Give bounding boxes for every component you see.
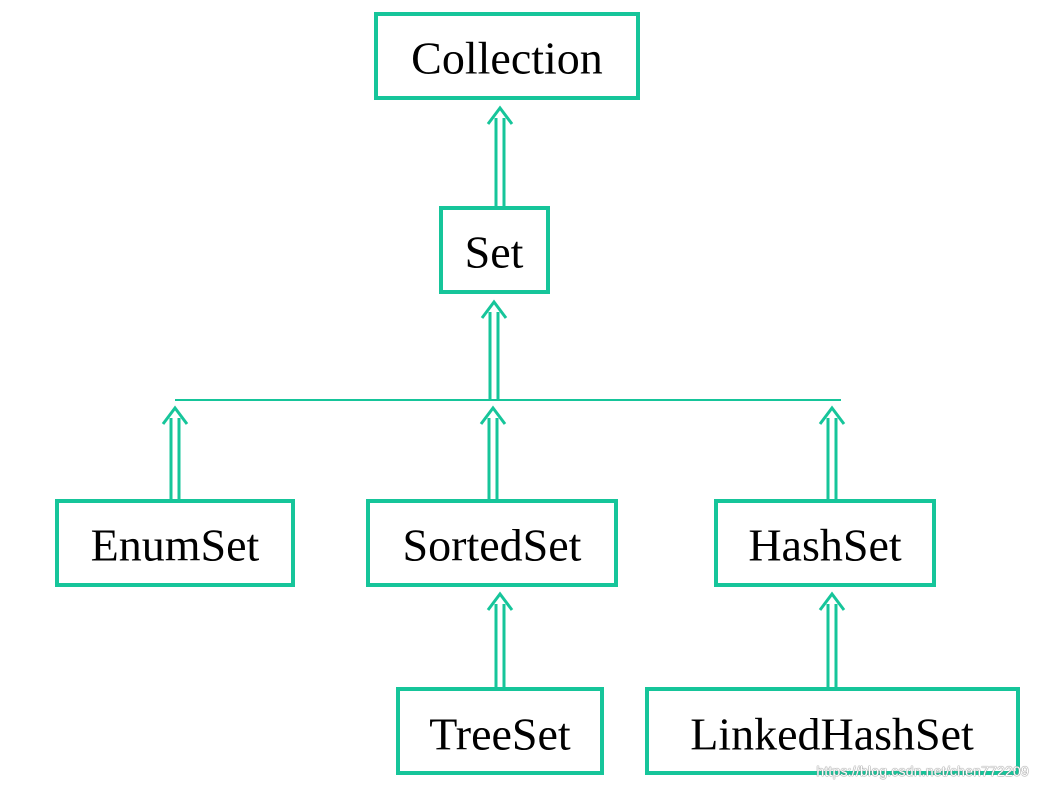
- node-treeset-label: TreeSet: [429, 709, 571, 760]
- node-linkedhashset-label: LinkedHashSet: [690, 709, 974, 760]
- arrow-set-to-collection: [486, 105, 514, 207]
- node-treeset: TreeSet: [396, 687, 604, 775]
- node-set: Set: [439, 206, 550, 294]
- node-sortedset: SortedSet: [366, 499, 618, 587]
- watermark-url: https://blog.csdn.net/chen772209: [816, 763, 1029, 779]
- node-collection-label: Collection: [411, 33, 603, 84]
- node-enumset-label: EnumSet: [91, 520, 260, 571]
- arrow-treeset-to-sortedset: [486, 591, 514, 688]
- arrow-linkedhashset-to-hashset: [818, 591, 846, 688]
- node-hashset-label: HashSet: [748, 520, 902, 571]
- node-set-label: Set: [465, 227, 524, 278]
- arrow-hashset-to-bus: [818, 405, 846, 500]
- arrow-bus-to-set: [480, 299, 508, 400]
- node-linkedhashset: LinkedHashSet: [645, 687, 1020, 775]
- node-enumset: EnumSet: [55, 499, 295, 587]
- arrow-enumset-to-bus: [161, 405, 189, 500]
- node-hashset: HashSet: [714, 499, 936, 587]
- node-collection: Collection: [374, 12, 640, 100]
- node-sortedset-label: SortedSet: [403, 520, 582, 571]
- arrow-sortedset-to-bus: [479, 405, 507, 500]
